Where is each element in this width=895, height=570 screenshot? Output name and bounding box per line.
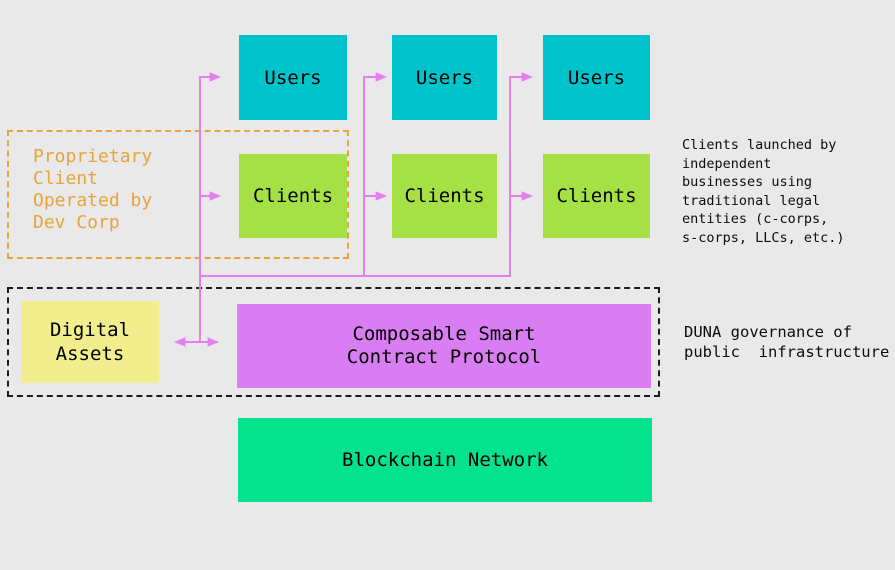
duna-governance-group-outline: [7, 287, 660, 397]
clients-annotation: Clients launched by independent business…: [682, 137, 845, 246]
duna-governance-annotation: DUNA governance of public infrastructure: [684, 323, 890, 361]
arrow-column3-users: [509, 72, 533, 277]
digital-assets-box: Digital Assets: [21, 301, 159, 383]
smart-contract-protocol-box: Composable Smart Contract Protocol: [237, 304, 651, 388]
users-box-2: Users: [392, 35, 497, 120]
arrow-column2-users: [363, 72, 387, 277]
proprietary-client-label: Proprietary Client Operated by Dev Corp: [33, 146, 153, 233]
users-box-3: Users: [543, 35, 650, 120]
clients-box-1: Clients: [239, 154, 347, 238]
clients-box-2: Clients: [392, 154, 497, 238]
clients-box-3: Clients: [543, 154, 650, 238]
blockchain-network-box: Blockchain Network: [238, 418, 652, 502]
proprietary-client-group-outline: [7, 130, 349, 259]
arrow-column1-users: [199, 72, 221, 342]
users-box-1: Users: [239, 35, 347, 120]
